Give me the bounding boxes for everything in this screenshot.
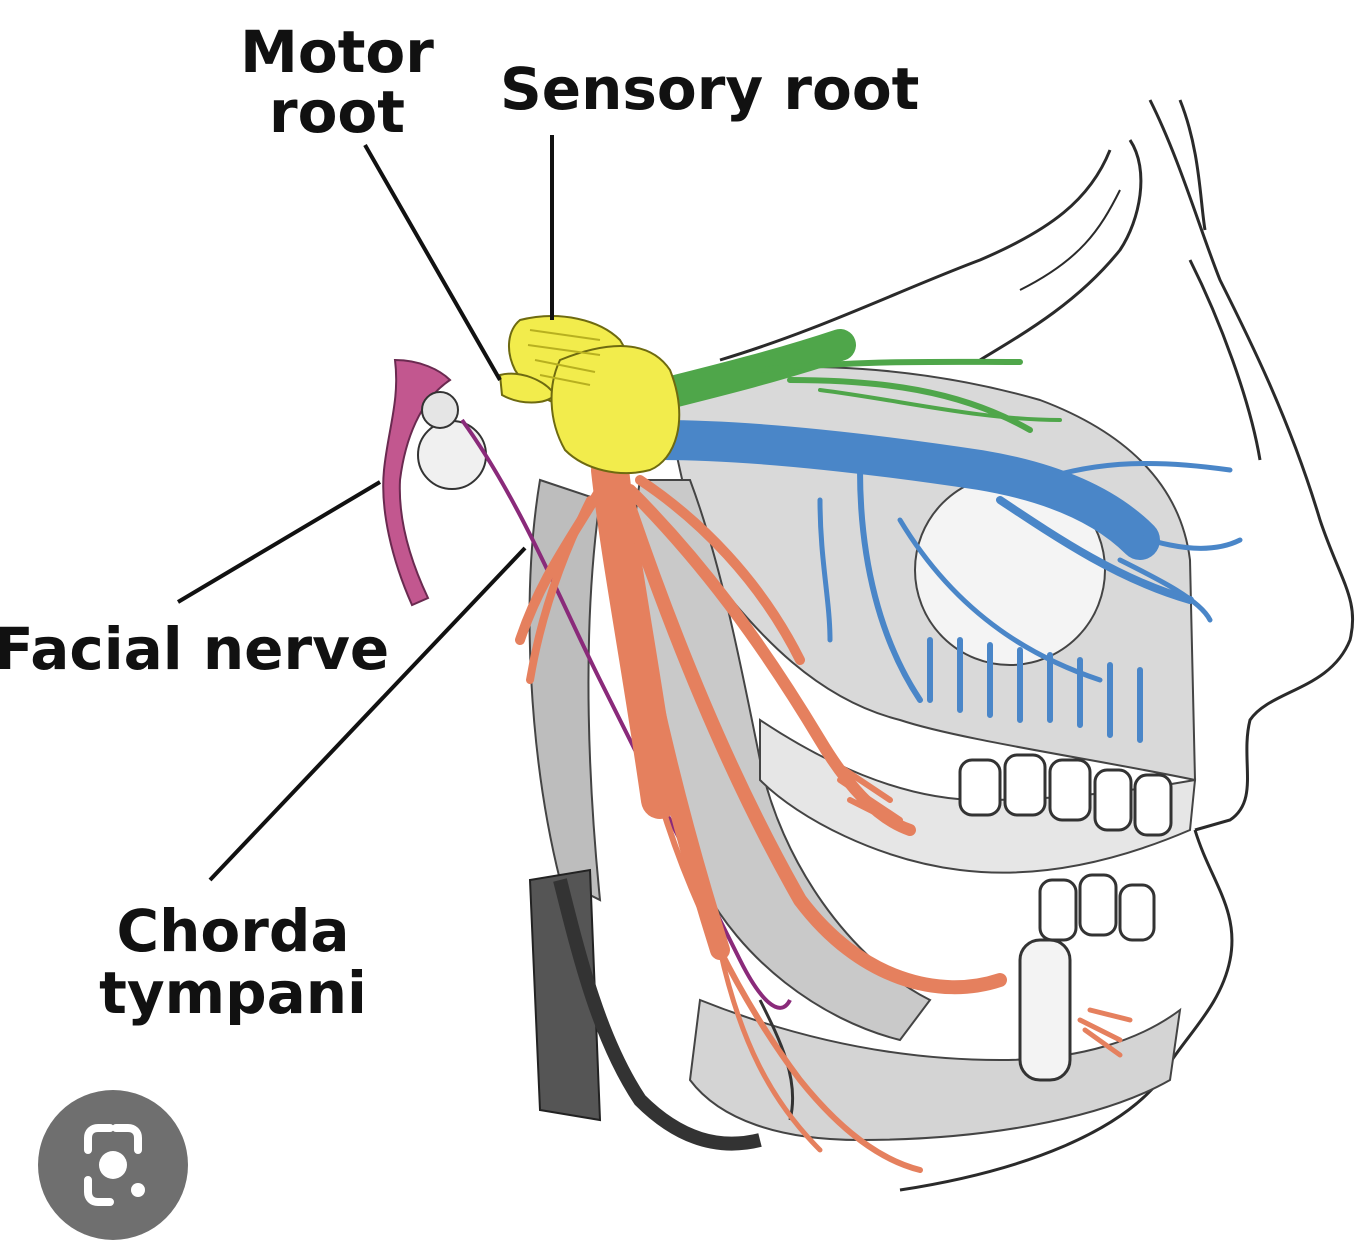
chorda-tympani-label-line2: tympani bbox=[99, 959, 367, 1027]
motor-root-label-line1: Motor bbox=[240, 18, 434, 86]
facial-nerve-leader bbox=[176, 480, 382, 604]
motor-root-label: Motor root bbox=[232, 22, 442, 142]
facial-nerve-shape bbox=[382, 358, 487, 607]
chorda-tympani-leader bbox=[208, 546, 527, 882]
lens-search-button[interactable] bbox=[38, 1090, 188, 1240]
lens-camera-icon bbox=[84, 1124, 145, 1206]
motor-root-leader bbox=[363, 144, 502, 381]
trigeminal-roots-shape bbox=[498, 315, 681, 474]
mandibular-branch-shape bbox=[515, 451, 1133, 1173]
leader-lines bbox=[176, 135, 554, 882]
ophthalmic-branch-shape bbox=[644, 329, 1062, 433]
motor-root-label-line2: root bbox=[268, 78, 406, 146]
nerve-illustration bbox=[176, 99, 1355, 1192]
maxillary-branch-shape bbox=[640, 420, 1243, 743]
upper-teeth bbox=[958, 753, 1173, 837]
face-outline bbox=[719, 99, 1355, 1192]
sensory-root-label: Sensory root bbox=[500, 55, 920, 123]
chorda-tympani-label-line1: Chorda bbox=[116, 897, 350, 965]
chorda-tympani-label: Chorda tympani bbox=[88, 900, 378, 1024]
anatomy-diagram: Motor root Sensory root Facial nerve Cho… bbox=[0, 22, 1355, 1240]
lower-teeth bbox=[1018, 873, 1156, 1082]
facial-nerve-label: Facial nerve bbox=[0, 615, 390, 683]
